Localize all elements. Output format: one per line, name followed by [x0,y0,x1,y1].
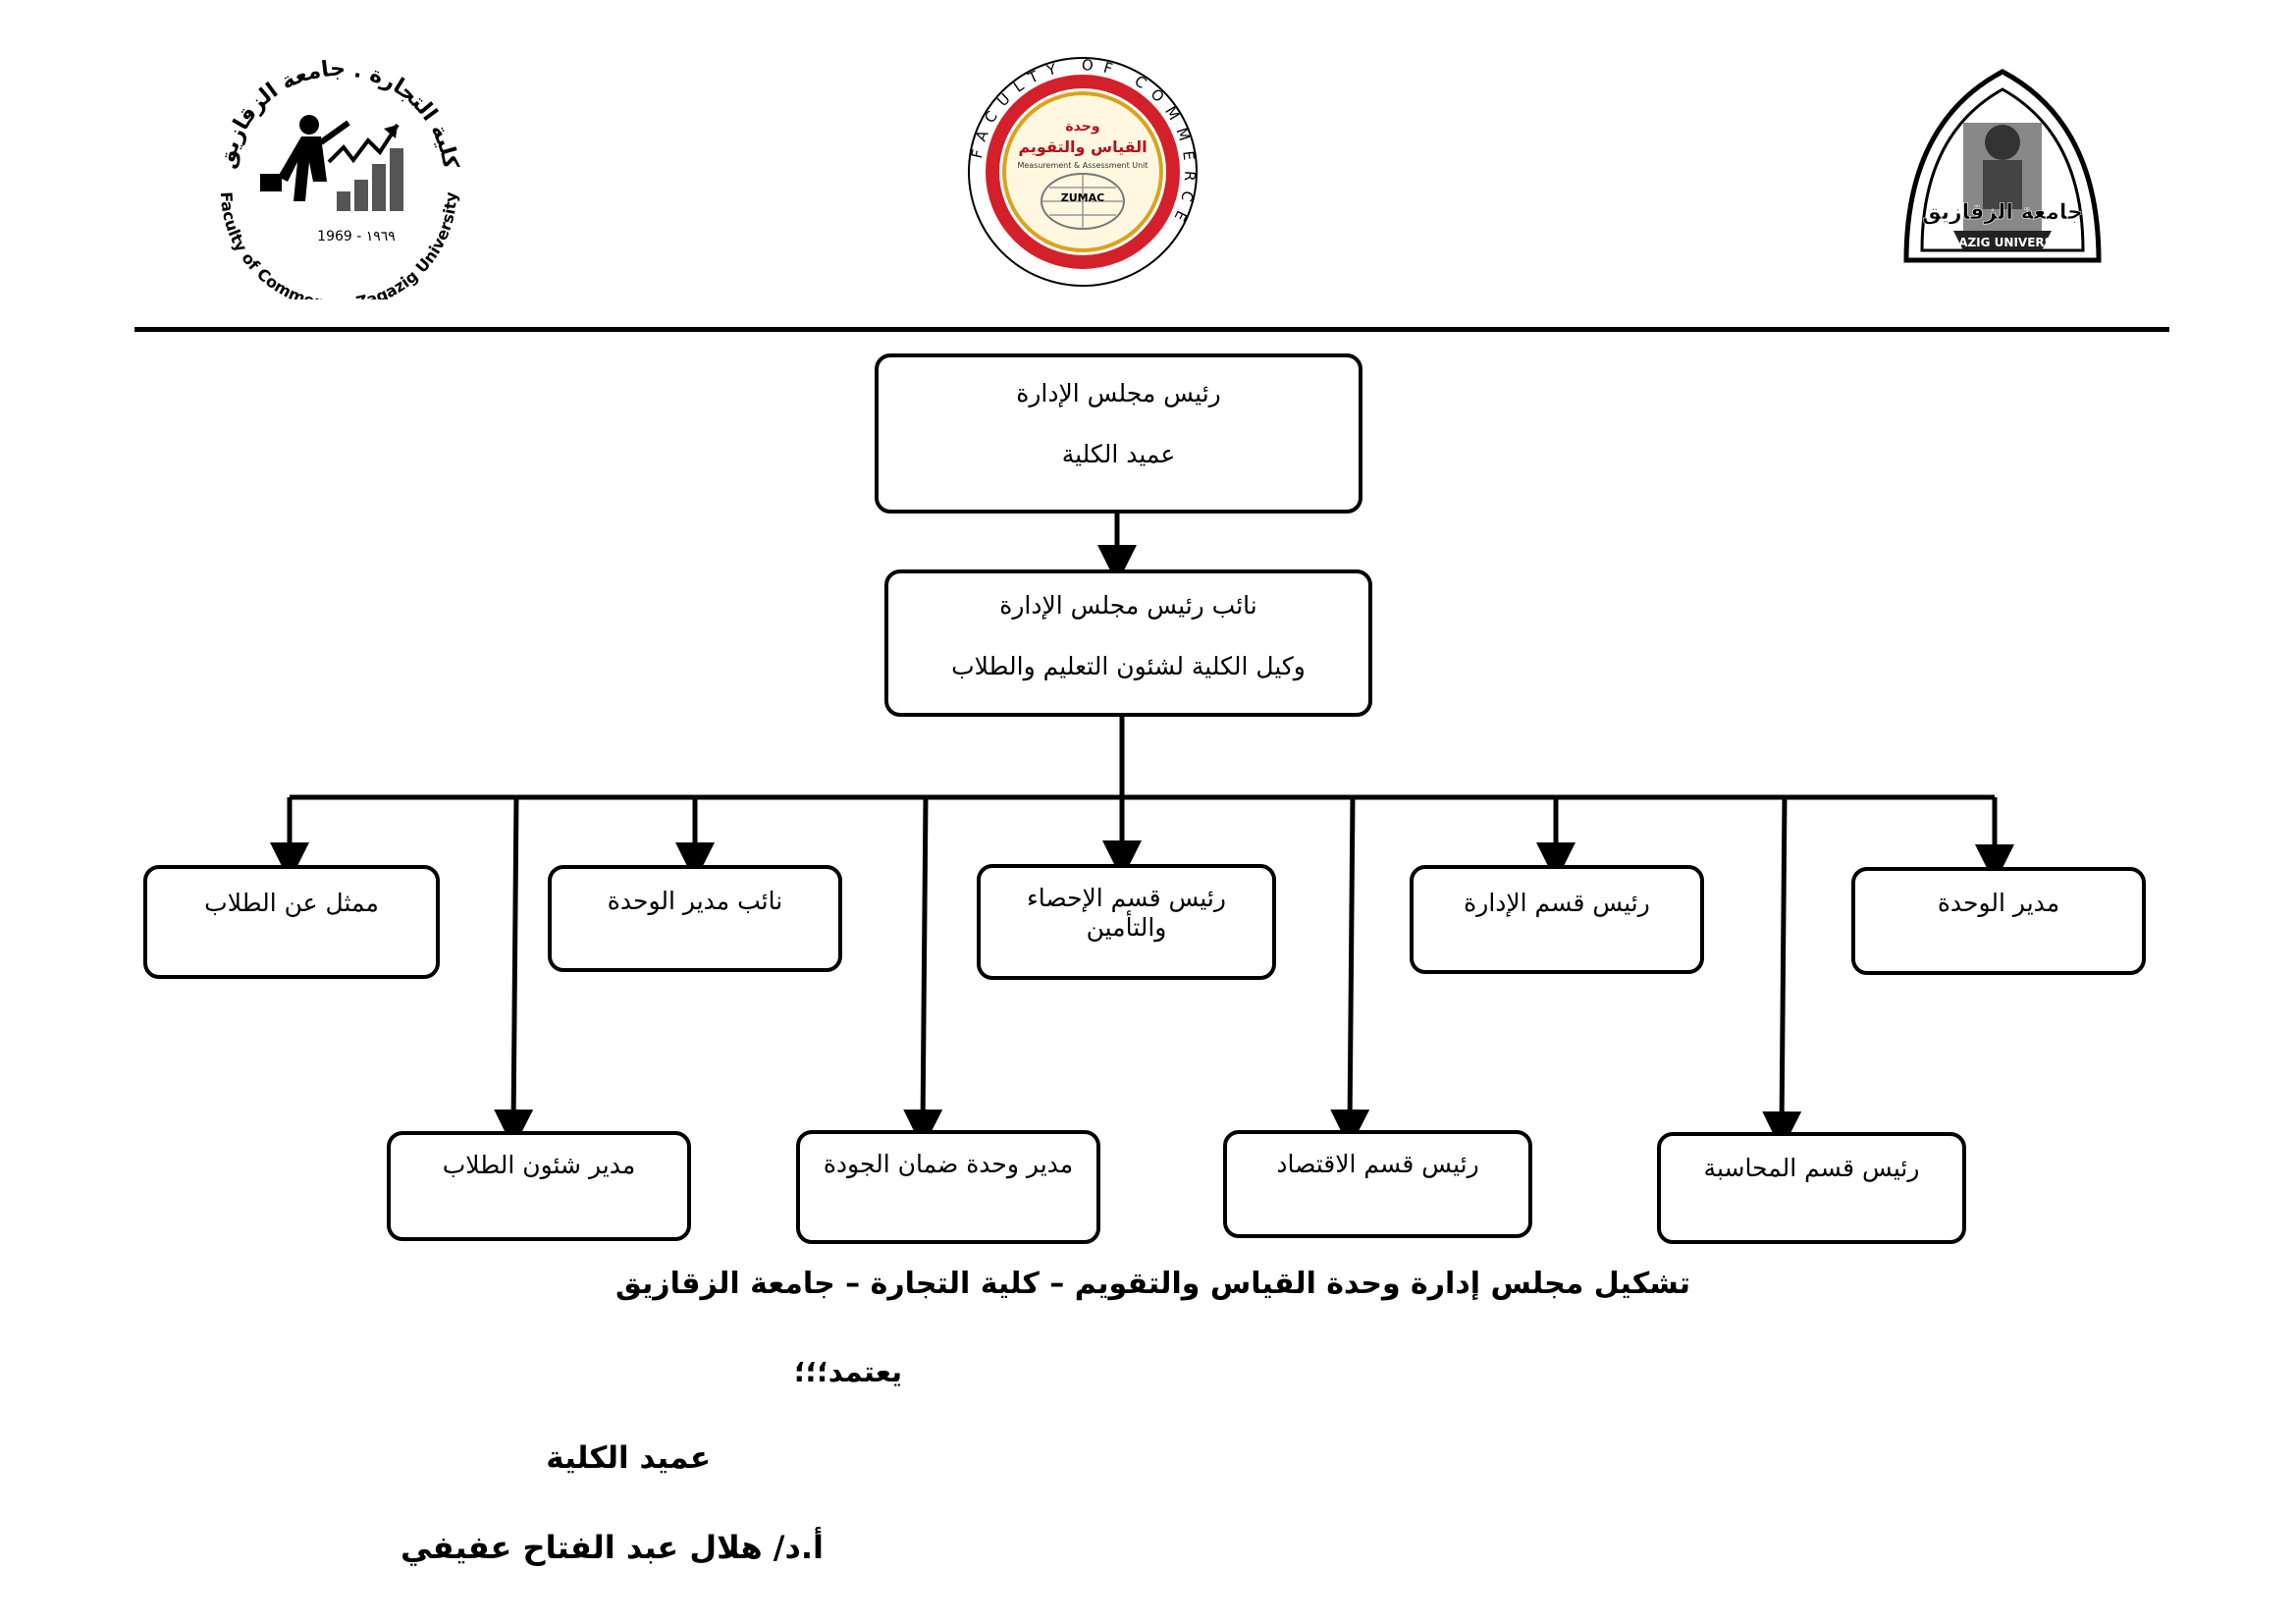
org-box-statistics-head: رئيس قسم الإحصاء والتأمين [977,864,1276,980]
org-box-deputy-chair: نائب رئيس مجلس الإدارة وكيل الكلية لشئون… [884,569,1372,717]
org-box-management-head-label: رئيس قسم الإدارة [1464,889,1650,917]
org-box-deputy-director: نائب مدير الوحدة [548,865,842,972]
org-box-quality-director-label: مدير وحدة ضمان الجودة [823,1150,1074,1178]
pharaoh-statue-arch-icon [1953,123,2052,250]
org-box-student-affairs-director: مدير شئون الطلاب [387,1131,691,1241]
center-logo-subtitle: Measurement & Assessment Unit [1017,161,1148,170]
connector-row2-accounting [1762,796,1802,1151]
center-logo-title-1: وحدة [1065,119,1099,135]
signatory-role: عميد الكلية [546,1440,711,1476]
org-box-accounting-head-label: رئيس قسم المحاسبة [1703,1154,1920,1182]
right-logo-arabic: جامعة الزقازيق [1922,200,2083,225]
org-box-quality-director: مدير وحدة ضمان الجودة [796,1130,1100,1244]
left-logo-years: 1969 - ١٩٦٩ [317,229,396,244]
zagazig-university-logo: جامعة الزقازيق ZAGAZIG UNIVERSITY [1903,69,2102,263]
approval-label: يعتمد؛؛؛ [793,1355,902,1388]
org-box-deputy-chair-title: نائب رئيس مجلس الإدارة [999,591,1257,620]
businessman-climbing-chart-icon [260,115,403,211]
diagram-caption: تشكيل مجلس إدارة وحدة القياس والتقويم – … [615,1267,1690,1301]
center-logo-title-2: القياس والتقويم [1018,137,1147,156]
org-box-statistics-head-label: رئيس قسم الإحصاء والتأمين [1027,884,1226,942]
faculty-of-commerce-logo: كلية التجارة . جامعة الزقازيق Faculty of… [215,57,463,299]
center-logo-abbr: ZUMAC [1061,191,1104,204]
org-box-board-chair-title: رئيس مجلس الإدارة [1016,379,1221,407]
org-box-accounting-head: رئيس قسم المحاسبة [1657,1132,1966,1244]
measurement-assessment-unit-logo: FACULTY OF COMMERCE وحدة القياس والتقويم… [968,56,1198,287]
org-box-deputy-chair-role: وكيل الكلية لشئون التعليم والطلاب [951,652,1306,680]
org-box-economics-head: رئيس قسم الاقتصاد [1223,1130,1532,1238]
signatory-name: أ.د/ هلال عبد الفتاح عفيفي [400,1529,824,1566]
org-box-students-rep-label: ممثل عن الطلاب [204,889,379,917]
org-box-student-affairs-director-label: مدير شئون الطلاب [442,1151,636,1179]
org-box-deputy-director-label: نائب مدير الوحدة [607,887,783,915]
header-divider [134,327,2169,332]
org-box-unit-director: مدير الوحدة [1851,867,2146,975]
connector-row2-quality [903,796,943,1149]
org-box-board-chair-role: عميد الكلية [1061,440,1176,468]
org-box-unit-director-label: مدير الوحدة [1937,889,2060,917]
org-box-economics-head-label: رئيس قسم الاقتصاد [1276,1150,1479,1178]
globe-icon [1041,173,1125,230]
connector-row2-student-affairs [494,796,534,1149]
org-box-students-rep: ممثل عن الطلاب [143,865,440,979]
right-logo-english: ZAGAZIG UNIVERSITY [1931,236,2074,249]
org-box-management-head: رئيس قسم الإدارة [1410,865,1704,974]
connector-row2-economics [1330,796,1370,1149]
org-box-board-chair: رئيس مجلس الإدارة عميد الكلية [875,353,1362,514]
